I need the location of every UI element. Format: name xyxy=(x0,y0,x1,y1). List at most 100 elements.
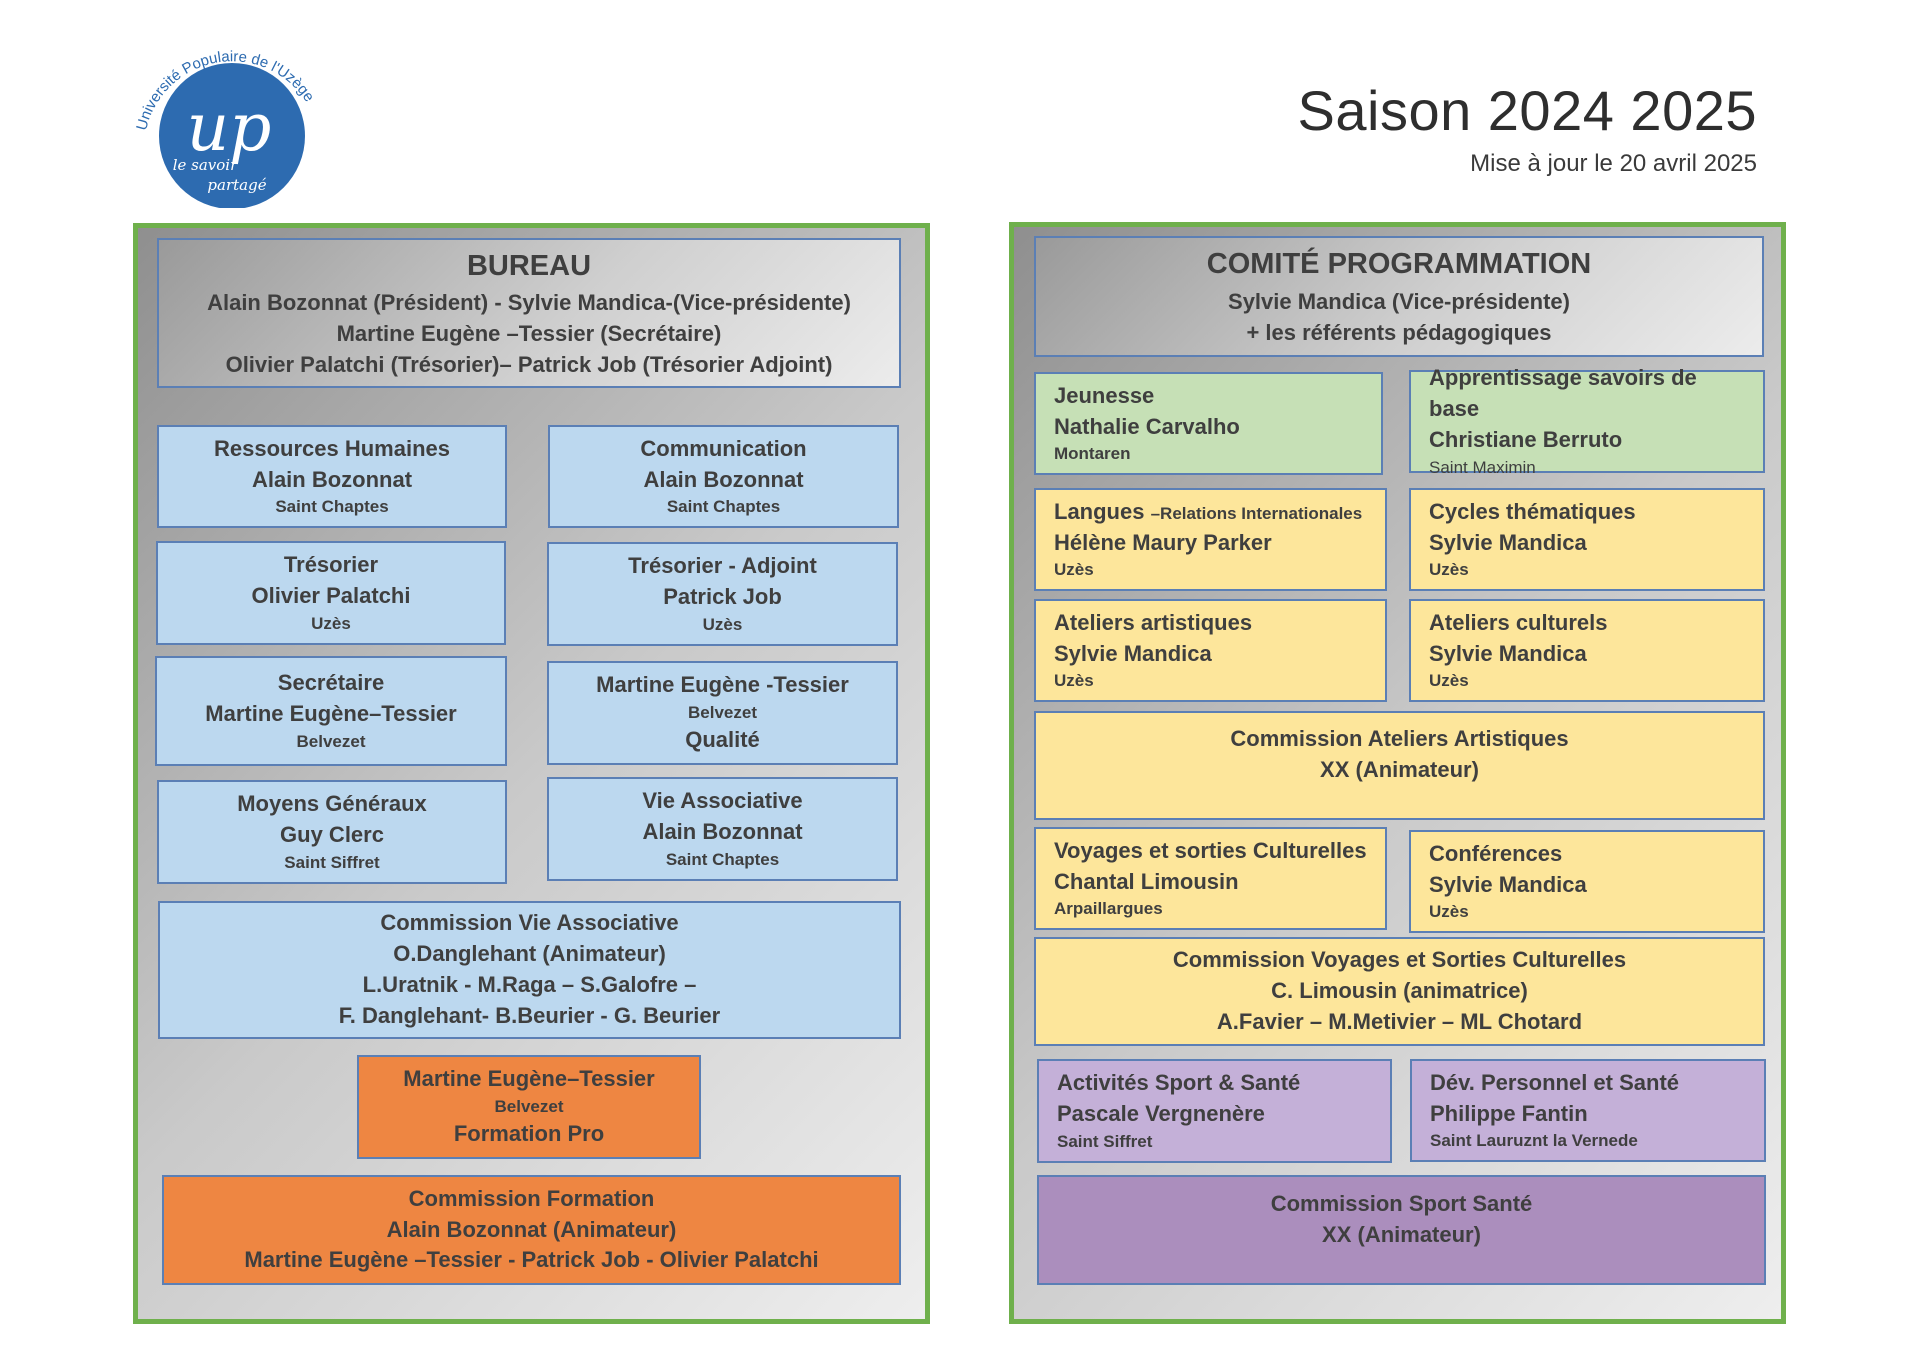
tresorier-adjoint-name: Patrick Job xyxy=(663,584,782,610)
formation-pro-role: Formation Pro xyxy=(453,1120,605,1146)
langues-role: Langues xyxy=(1054,498,1145,524)
commission-vie-line-2: L.Uratnik - M.Raga – S.Galofre – xyxy=(362,972,697,997)
ateliers-art-place: Uzès xyxy=(1054,671,1094,691)
jeunesse-role: Jeunesse xyxy=(1054,382,1155,408)
formation-pro-place: Belvezet xyxy=(494,1097,564,1117)
langues-place: Uzès xyxy=(1054,560,1094,580)
communication-box: Communication Alain Bozonnat Saint Chapt… xyxy=(548,425,899,528)
commission-voyages-line-1: C. Limousin (animatrice) xyxy=(1271,978,1528,1004)
bureau-line-2: Martine Eugène –Tessier (Secrétaire) xyxy=(336,320,722,346)
qualite-role: Qualité xyxy=(685,726,760,752)
bureau-title: BUREAU xyxy=(466,249,592,282)
cycles-place: Uzès xyxy=(1429,560,1469,580)
sport-box: Activités Sport & Santé Pascale Vergnenè… xyxy=(1037,1059,1392,1163)
rh-place: Saint Chaptes xyxy=(275,497,389,517)
commission-formation-line-2: Martine Eugène –Tessier - Patrick Job - … xyxy=(244,1247,819,1273)
secretaire-box: Secrétaire Martine Eugène–Tessier Belvez… xyxy=(155,656,507,766)
commission-sport-title: Commission Sport Santé xyxy=(1270,1191,1533,1216)
voyages-place: Arpaillargues xyxy=(1054,899,1163,919)
secretaire-place: Belvezet xyxy=(296,731,366,751)
comite-title: COMITÉ PROGRAMMATION xyxy=(1206,248,1592,281)
secretaire-role: Secrétaire xyxy=(277,670,385,696)
apprentissage-name: Christiane Berruto xyxy=(1429,427,1623,452)
dev-perso-box: Dév. Personnel et Santé Philippe Fantin … xyxy=(1410,1059,1766,1162)
commission-sport-line-1: XX (Animateur) xyxy=(1322,1221,1481,1247)
tresorier-box: Trésorier Olivier Palatchi Uzès xyxy=(156,541,506,645)
dev-perso-place: Saint Lauruznt la Vernede xyxy=(1430,1131,1638,1151)
ateliers-cult-box: Ateliers culturels Sylvie Mandica Uzès xyxy=(1409,599,1765,702)
bureau-line-1: Alain Bozonnat (Président) - Sylvie Mand… xyxy=(207,290,851,316)
communication-place: Saint Chaptes xyxy=(666,497,781,517)
voyages-box: Voyages et sorties Culturelles Chantal L… xyxy=(1034,827,1387,930)
rh-role: Ressources Humaines xyxy=(214,435,450,461)
communication-role: Communication xyxy=(640,435,807,461)
communication-name: Alain Bozonnat xyxy=(643,466,804,492)
commission-voyages-box: Commission Voyages et Sorties Culturelle… xyxy=(1034,937,1765,1046)
cycles-role: Cycles thématiques xyxy=(1429,498,1636,524)
commission-sport-box: Commission Sport Santé XX (Animateur) xyxy=(1037,1175,1766,1285)
commission-ateliers-box: Commission Ateliers Artistiques XX (Anim… xyxy=(1034,711,1765,820)
vie-asso-name: Alain Bozonnat xyxy=(642,819,803,845)
ateliers-cult-place: Uzès xyxy=(1429,671,1469,691)
commission-voyages-title: Commission Voyages et Sorties Culturelle… xyxy=(1172,947,1627,973)
langues-box: Langues –Relations Internationales Hélèn… xyxy=(1034,488,1387,591)
jeunesse-place: Montaren xyxy=(1054,444,1131,464)
ateliers-cult-name: Sylvie Mandica xyxy=(1429,640,1587,666)
commission-formation-title: Commission Formation xyxy=(408,1185,655,1211)
conferences-box: Conférences Sylvie Mandica Uzès xyxy=(1409,830,1765,933)
dev-perso-name: Philippe Fantin xyxy=(1430,1100,1588,1126)
apprentissage-box: Apprentissage savoirs de base Christiane… xyxy=(1409,365,1765,477)
commission-ateliers-title: Commission Ateliers Artistiques xyxy=(1230,726,1569,751)
moyens-name: Guy Clerc xyxy=(280,822,384,848)
tresorier-adjoint-box: Trésorier - Adjoint Patrick Job Uzès xyxy=(547,542,898,646)
ateliers-art-name: Sylvie Mandica xyxy=(1054,640,1212,666)
cycles-box: Cycles thématiques Sylvie Mandica Uzès xyxy=(1409,488,1765,591)
vie-asso-place: Saint Chaptes xyxy=(665,849,780,869)
langues-role-suffix: –Relations Internationales xyxy=(1150,503,1363,523)
voyages-role: Voyages et sorties Culturelles xyxy=(1054,837,1367,863)
commission-vie-title: Commission Vie Associative xyxy=(380,910,679,936)
bureau-header: BUREAU Alain Bozonnat (Président) - Sylv… xyxy=(157,238,901,388)
logo-circle xyxy=(159,63,305,209)
formation-pro-name: Martine Eugène–Tessier xyxy=(403,1066,655,1092)
jeunesse-name: Nathalie Carvalho xyxy=(1054,413,1240,439)
commission-vie-box: Commission Vie Associative O.Danglehant … xyxy=(158,901,901,1039)
comite-line-2: + les référents pédagogiques xyxy=(1246,319,1552,345)
langues-name: Hélène Maury Parker xyxy=(1054,529,1272,555)
conferences-place: Uzès xyxy=(1429,902,1469,922)
vie-asso-box: Vie Associative Alain Bozonnat Saint Cha… xyxy=(547,777,898,881)
jeunesse-box: Jeunesse Nathalie Carvalho Montaren xyxy=(1034,372,1383,475)
moyens-box: Moyens Généraux Guy Clerc Saint Siffret xyxy=(157,780,507,884)
comite-header: COMITÉ PROGRAMMATION Sylvie Mandica (Vic… xyxy=(1034,236,1764,357)
tresorier-name: Olivier Palatchi xyxy=(251,583,411,609)
vie-asso-role: Vie Associative xyxy=(642,788,803,814)
moyens-place: Saint Siffret xyxy=(284,852,380,872)
tresorier-adjoint-role: Trésorier - Adjoint xyxy=(628,553,817,579)
ateliers-art-box: Ateliers artistiques Sylvie Mandica Uzès xyxy=(1034,599,1387,702)
sport-name: Pascale Vergnenère xyxy=(1057,1101,1265,1127)
update-date: Mise à jour le 20 avril 2025 xyxy=(1470,150,1757,177)
commission-vie-line-3: F. Danglehant- B.Beurier - G. Beurier xyxy=(338,1002,721,1028)
langues-role-line: Langues –Relations Internationales xyxy=(1054,497,1375,528)
logo: Université Populaire de l'Uzège up le sa… xyxy=(133,38,337,209)
cycles-name: Sylvie Mandica xyxy=(1429,529,1587,555)
sport-place: Saint Siffret xyxy=(1057,1131,1153,1151)
secretaire-name: Martine Eugène–Tessier xyxy=(205,701,457,727)
commission-formation-line-1: Alain Bozonnat (Animateur) xyxy=(386,1216,677,1242)
commission-ateliers-line-1: XX (Animateur) xyxy=(1320,756,1479,782)
rh-name: Alain Bozonnat xyxy=(251,466,413,492)
commission-voyages-line-2: A.Favier – M.Metivier – ML Chotard xyxy=(1216,1008,1583,1034)
conferences-name: Sylvie Mandica xyxy=(1429,871,1587,897)
logo-tagline-2: partagé xyxy=(207,176,266,194)
page-title: Saison 2024 2025 xyxy=(1297,79,1757,142)
bureau-line-3: Olivier Palatchi (Trésorier)– Patrick Jo… xyxy=(225,351,833,377)
commission-vie-line-1: O.Danglehant (Animateur) xyxy=(393,941,666,967)
voyages-name: Chantal Limousin xyxy=(1054,868,1239,894)
ateliers-art-role: Ateliers artistiques xyxy=(1054,609,1253,635)
ateliers-cult-role: Ateliers culturels xyxy=(1429,609,1608,635)
rh-box: Ressources Humaines Alain Bozonnat Saint… xyxy=(157,425,507,528)
tresorier-role: Trésorier xyxy=(283,552,379,578)
apprentissage-place: Saint Maximin xyxy=(1429,457,1536,477)
qualite-box: Martine Eugène -Tessier Belvezet Qualité xyxy=(547,661,898,765)
up-logo-icon: Université Populaire de l'Uzège up le sa… xyxy=(133,48,318,209)
